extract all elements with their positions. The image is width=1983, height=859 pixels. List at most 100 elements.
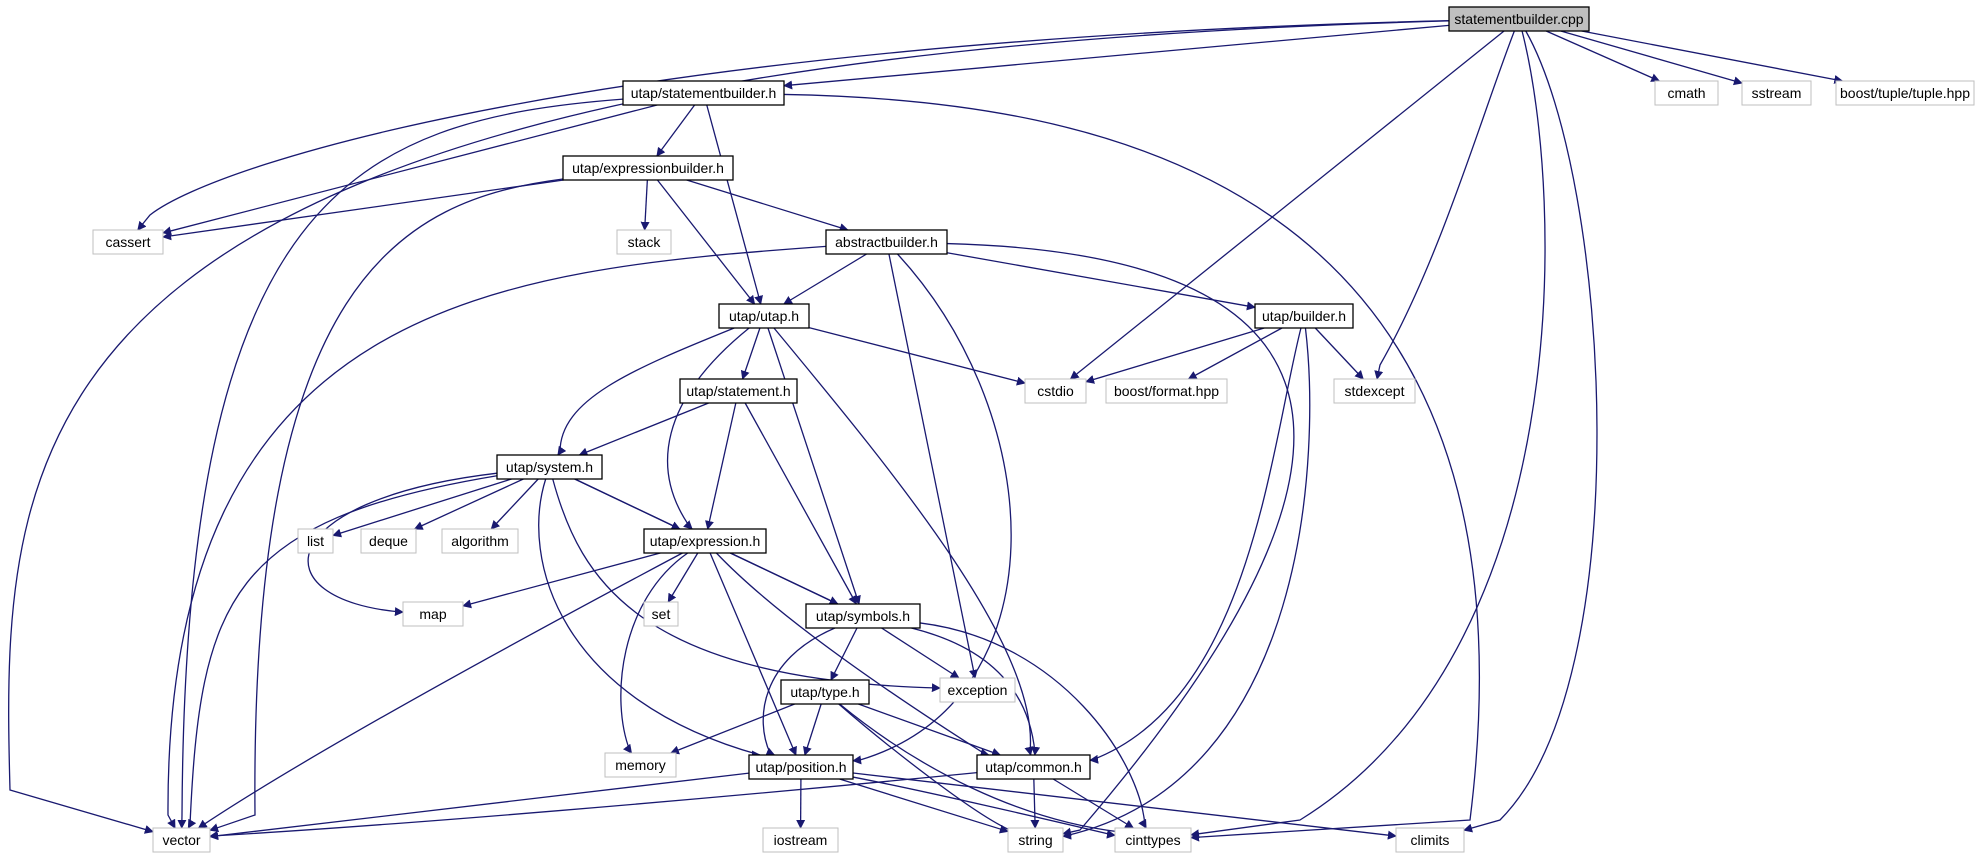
edge-utap_expression_h-to-utap_common_h	[715, 552, 990, 758]
node-label: boost/tuple/tuple.hpp	[1840, 85, 1970, 101]
node-cinttypes: cinttypes	[1114, 827, 1192, 853]
node-label: climits	[1411, 832, 1450, 848]
edge-utap_symbols_h-to-utap_position_h	[762, 627, 836, 756]
edge-utap_statementbuilder_h-to-cassert	[162, 104, 658, 236]
node-exception: exception	[939, 677, 1016, 703]
node-utap_expression_h[interactable]: utap/expression.h	[643, 528, 767, 554]
node-list: list	[297, 528, 334, 554]
edge-statementbuilder_cpp-to-cstdio	[1069, 30, 1505, 380]
node-label: utap/expression.h	[650, 533, 761, 549]
node-box	[643, 601, 679, 627]
edge-abstractbuilder_h-to-utap_builder_h	[946, 252, 1256, 311]
node-label: stdexcept	[1345, 383, 1405, 399]
edge-utap_system_h-to-list	[332, 478, 512, 538]
node-label: cassert	[105, 234, 150, 250]
node-label: sstream	[1752, 85, 1802, 101]
edge-utap_position_h-to-vector	[209, 772, 750, 841]
edge-utap_type_h-to-utap_common_h	[858, 703, 1001, 757]
node-label: string	[1018, 832, 1052, 848]
edge-utap_builder_h-to-utap_common_h	[1089, 327, 1302, 764]
edge-abstractbuilder_h-to-utap_utap_h	[783, 253, 867, 305]
node-utap_statementbuilder_h[interactable]: utap/statementbuilder.h	[622, 80, 785, 106]
node-utap_builder_h[interactable]: utap/builder.h	[1254, 303, 1354, 329]
node-label: statementbuilder.cpp	[1454, 11, 1583, 27]
node-label: utap/system.h	[506, 459, 593, 475]
node-label: iostream	[774, 832, 828, 848]
edge-utap_common_h-to-vector	[209, 771, 978, 840]
edge-utap_expression_h-to-utap_position_h	[709, 552, 797, 756]
node-box	[1448, 6, 1590, 32]
node-box	[825, 229, 948, 255]
node-box	[939, 677, 1016, 703]
edge-utap_common_h-to-string	[1030, 778, 1040, 829]
edge-utap_utap_h-to-utap_system_h	[557, 327, 735, 456]
edge-utap_system_h-to-exception	[552, 478, 941, 693]
node-iostream: iostream	[762, 827, 839, 853]
node-memory: memory	[604, 752, 677, 778]
edge-statementbuilder_cpp-to-sstream	[1560, 30, 1743, 86]
edge-abstractbuilder_h-to-exception	[888, 253, 978, 679]
node-box	[622, 80, 785, 106]
node-box	[1007, 827, 1064, 853]
node-box	[643, 528, 767, 554]
node-stack: stack	[616, 229, 672, 255]
node-utap_common_h[interactable]: utap/common.h	[976, 754, 1091, 780]
node-utap_expressionbuilder_h[interactable]: utap/expressionbuilder.h	[562, 155, 734, 181]
node-box	[297, 528, 334, 554]
node-string: string	[1007, 827, 1064, 853]
node-vector: vector	[152, 827, 211, 853]
edge-utap_utap_h-to-utap_expression_h	[666, 327, 750, 530]
node-cmath: cmath	[1654, 80, 1719, 106]
node-label: deque	[369, 533, 408, 549]
node-abstractbuilder_h[interactable]: abstractbuilder.h	[825, 229, 948, 255]
edge-utap_symbols_h-to-cinttypes	[919, 622, 1147, 829]
node-label: utap/position.h	[755, 759, 846, 775]
edge-utap_expression_h-to-map	[462, 552, 661, 609]
edge-utap_system_h-to-deque	[413, 478, 524, 530]
edge-layer	[8, 19, 1844, 842]
edge-abstractbuilder_h-to-string	[946, 242, 1295, 837]
edge-statementbuilder_cpp-to-climits	[1463, 30, 1598, 833]
node-utap_symbols_h[interactable]: utap/symbols.h	[805, 603, 921, 629]
edge-statementbuilder_cpp-to-cassert	[137, 19, 1450, 231]
node-label: utap/statement.h	[686, 383, 790, 399]
node-label: cstdio	[1037, 383, 1074, 399]
node-statementbuilder_cpp[interactable]: statementbuilder.cpp	[1448, 6, 1590, 32]
edge-utap_position_h-to-cinttypes	[852, 776, 1116, 839]
node-label: utap/type.h	[790, 684, 859, 700]
node-box	[616, 229, 672, 255]
edge-utap_system_h-to-algorithm	[490, 478, 539, 530]
node-box	[1395, 827, 1465, 853]
node-utap_system_h[interactable]: utap/system.h	[496, 454, 603, 480]
edge-utap_position_h-to-climits	[852, 772, 1397, 840]
node-set: set	[643, 601, 679, 627]
node-box	[402, 601, 464, 627]
node-utap_statement_h[interactable]: utap/statement.h	[679, 378, 798, 404]
node-utap_position_h[interactable]: utap/position.h	[748, 754, 854, 780]
node-label: map	[419, 606, 446, 622]
edge-utap_system_h-to-utap_position_h	[538, 478, 761, 758]
edge-utap_expression_h-to-utap_symbols_h	[730, 552, 839, 605]
node-label: utap/common.h	[985, 759, 1082, 775]
node-box	[1105, 378, 1228, 404]
node-utap_type_h[interactable]: utap/type.h	[780, 679, 870, 705]
edge-abstractbuilder_h-to-utap_position_h	[852, 253, 1012, 765]
node-label: utap/expressionbuilder.h	[572, 160, 724, 176]
edge-utap_utap_h-to-cstdio	[808, 326, 1026, 386]
edge-statementbuilder_cpp-to-cmath	[1545, 30, 1661, 82]
edge-utap_common_h-to-cinttypes	[1052, 778, 1135, 829]
edge-utap_position_h-to-string	[839, 778, 1009, 834]
node-utap_utap_h[interactable]: utap/utap.h	[718, 303, 810, 329]
node-label: stack	[628, 234, 662, 250]
node-deque: deque	[360, 528, 417, 554]
node-sstream: sstream	[1741, 80, 1812, 106]
edge-utap_expressionbuilder_h-to-stack	[640, 179, 650, 231]
node-label: abstractbuilder.h	[835, 234, 938, 250]
edge-utap_statement_h-to-utap_system_h	[578, 402, 709, 457]
node-climits: climits	[1395, 827, 1465, 853]
node-label: vector	[162, 832, 200, 848]
edge-utap_type_h-to-utap_position_h	[803, 703, 822, 756]
edge-utap_expression_h-to-memory	[620, 552, 689, 754]
node-boost_tuple: boost/tuple/tuple.hpp	[1835, 80, 1975, 106]
edge-utap_builder_h-to-stdexcept	[1314, 327, 1364, 380]
